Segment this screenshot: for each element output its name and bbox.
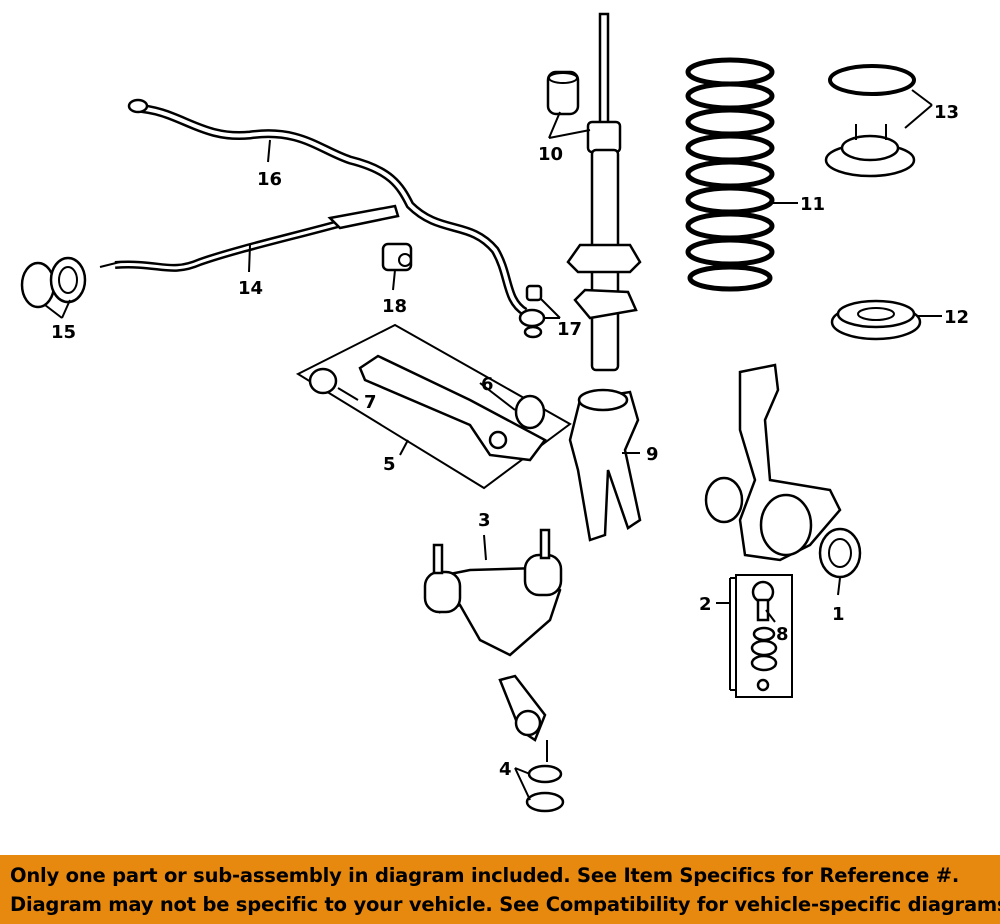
part-lower-control-arm [295,323,572,490]
part-stabilizer-link [518,284,546,339]
part-strut [566,12,642,372]
callout-labels: 1 2 3 4 5 6 7 8 9 10 11 12 13 14 15 16 1… [51,102,969,780]
callout-13[interactable]: 13 [934,102,959,123]
part-upper-control-arm [423,528,563,657]
callout-8[interactable]: 8 [776,624,789,645]
callout-1[interactable]: 1 [832,604,845,625]
disclaimer-line-1: Only one part or sub-assembly in diagram… [10,864,960,887]
callout-11[interactable]: 11 [800,194,825,215]
suspension-diagram: 1 2 3 4 5 6 7 8 9 10 11 12 13 14 15 16 1… [20,12,969,813]
part-stabilizer-bar [127,98,528,316]
part-fork [568,388,642,542]
callout-5[interactable]: 5 [383,454,396,475]
leader-lines [44,89,942,801]
callout-12[interactable]: 12 [944,307,969,328]
part-bump-stop [546,70,580,116]
callout-14[interactable]: 14 [238,278,263,299]
part-strut-mount [824,64,916,178]
callout-15[interactable]: 15 [51,322,76,343]
callout-3[interactable]: 3 [478,510,491,531]
callout-10[interactable]: 10 [538,144,563,165]
callout-7[interactable]: 7 [364,392,377,413]
part-steering-knuckle [704,363,862,579]
callout-16[interactable]: 16 [257,169,282,190]
part-ball-joint-kit [735,574,793,698]
callout-4[interactable]: 4 [499,759,512,780]
part-coil-spring [685,57,775,292]
disclaimer-banner: Only one part or sub-assembly in diagram… [0,855,1000,924]
part-radius-rod [99,204,400,272]
callout-6[interactable]: 6 [481,374,494,395]
callout-18[interactable]: 18 [382,296,407,317]
part-spring-seat [830,299,922,341]
callout-9[interactable]: 9 [646,444,659,465]
disclaimer-line-2: Diagram may not be specific to your vehi… [10,893,1000,916]
part-radius-rod-bushing [20,256,87,309]
part-ball-joint [498,674,565,813]
callout-2[interactable]: 2 [699,594,712,615]
callout-17[interactable]: 17 [557,319,582,340]
part-stabilizer-bushing [381,242,413,272]
